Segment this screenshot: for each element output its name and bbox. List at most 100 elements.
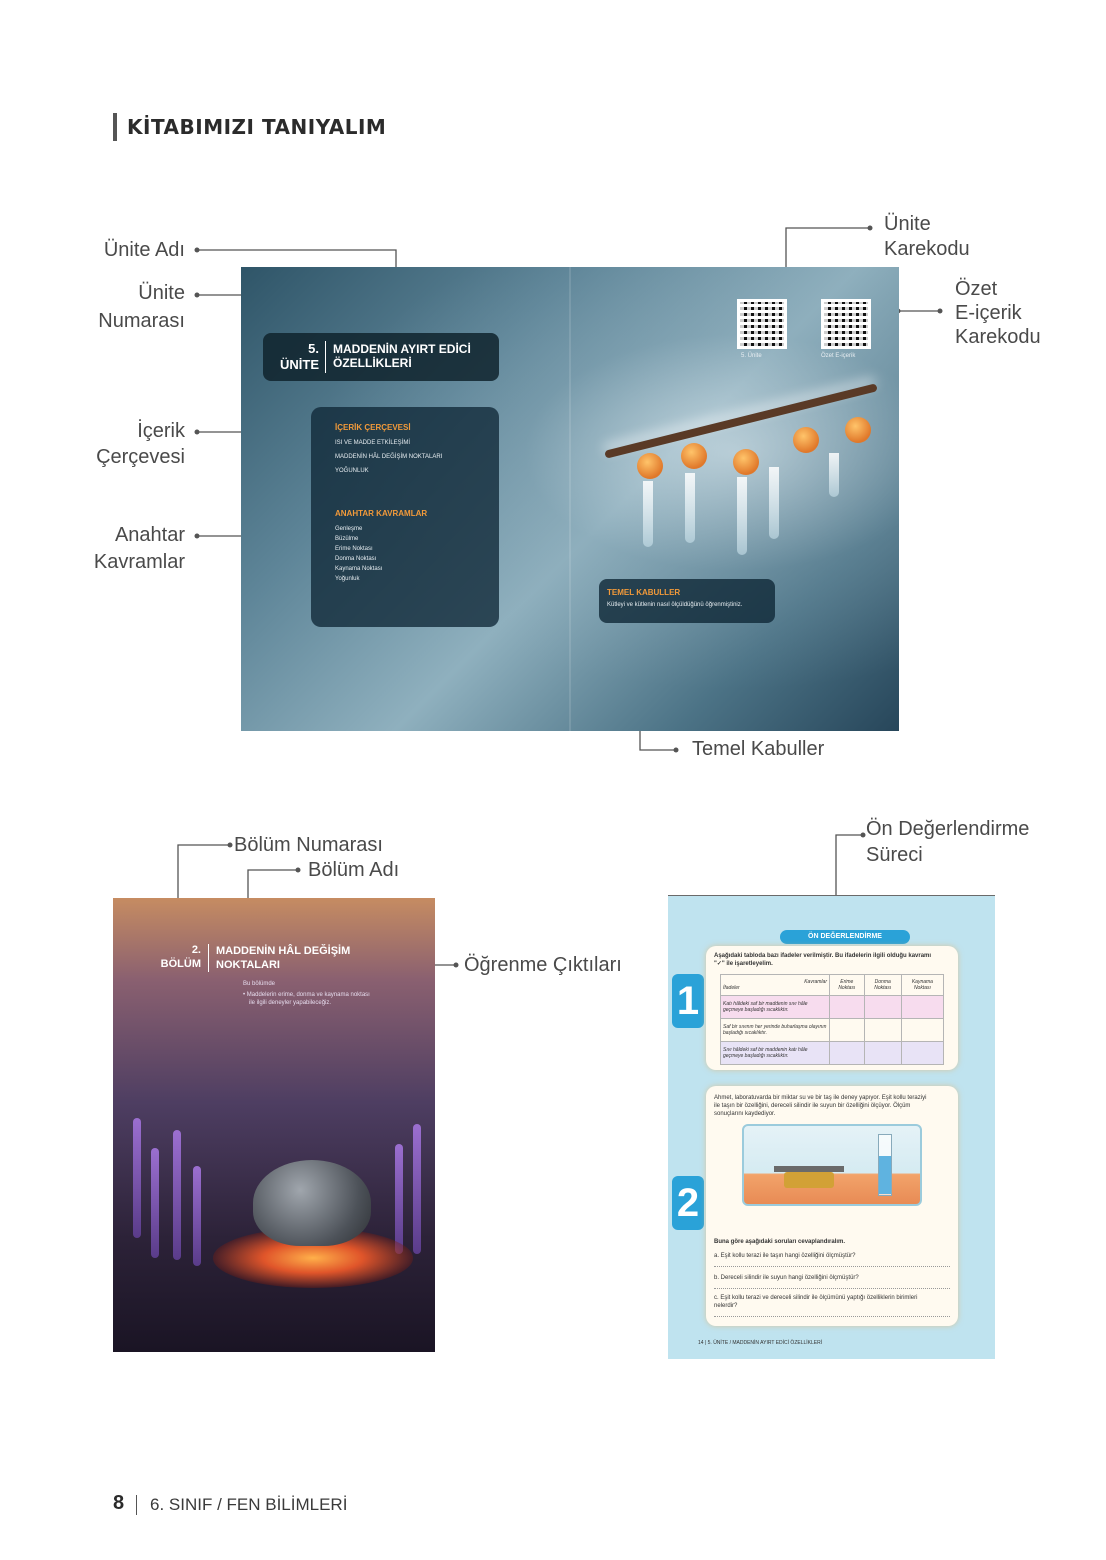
table-corner: Kavramlar İfadeler xyxy=(720,974,830,996)
icicle xyxy=(769,467,779,539)
concept-table: Kavramlar İfadeler Erime Noktası Donma N… xyxy=(720,974,945,1065)
lavender xyxy=(133,1118,141,1238)
content-frame-item: ISI VE MADDE ETKİLEŞİMİ xyxy=(335,440,411,446)
table-cell-checkbox[interactable] xyxy=(900,1041,945,1065)
lavender xyxy=(193,1166,201,1266)
table-col-header: Donma Noktası xyxy=(863,974,902,996)
content-frame: İÇERİK ÇERÇEVESİ ISI VE MADDE ETKİLEŞİMİ… xyxy=(335,423,491,476)
label-ozet-1: Özet xyxy=(955,278,998,300)
table-cell-checkbox[interactable] xyxy=(900,995,945,1019)
frozen-branch xyxy=(604,383,878,459)
section-name-line-1: MADDENİN HÂL DEĞİŞİM xyxy=(216,945,351,957)
section-opening-page: 2. BÖLÜM MADDENİN HÂL DEĞİŞİM NOKTALARI … xyxy=(113,898,435,1352)
summary-qr-caption: Özet E-içerik xyxy=(821,353,856,359)
q1-text-line-1: Aşağıdaki tabloda bazı ifadeler verilmiş… xyxy=(714,953,932,959)
q2-text-line-1: Ahmet, laboratuvarda bir miktar su ve bi… xyxy=(714,1095,927,1101)
table-cell-checkbox[interactable] xyxy=(829,1018,865,1042)
divider xyxy=(325,341,326,373)
page-fold xyxy=(569,267,571,731)
q1-text-line-2: "✓" ile işaretleyelim. xyxy=(714,961,773,967)
label-unite-karekodu-2: Karekodu xyxy=(884,238,970,260)
label-on-degerlendirme-2: Süreci xyxy=(866,844,923,866)
berry xyxy=(793,427,819,453)
content-frame-box: İÇERİK ÇERÇEVESİ ISI VE MADDE ETKİLEŞİMİ… xyxy=(311,407,499,627)
unit-title-box: 5. ÜNİTE MADDENİN AYIRT EDİCİ ÖZELLİKLER… xyxy=(263,333,499,381)
q2-text-line-2: ile taşın bir özelliğini, dereceli silin… xyxy=(714,1103,911,1109)
lab-illustration xyxy=(742,1124,922,1206)
unit-name-line-1: MADDENİN AYIRT EDİCİ xyxy=(333,342,471,356)
label-ogrenme-ciktilari: Öğrenme Çıktıları xyxy=(464,954,622,976)
assessment-page-footer: 14 | 5. ÜNİTE / MADDENİN AYIRT EDİCİ ÖZE… xyxy=(698,1340,823,1346)
footer-text: 6. SINIF / FEN BİLİMLERİ xyxy=(150,1495,348,1514)
unit-opening-spread: 5. ÜNİTE MADDENİN AYIRT EDİCİ ÖZELLİKLER… xyxy=(241,267,899,731)
unit-qr-caption: 5. Ünite xyxy=(741,353,762,359)
table-col-header: Kaynama Noktası xyxy=(900,974,945,996)
balance-scale xyxy=(774,1166,844,1172)
section-number-block: 2. BÖLÜM xyxy=(153,943,201,971)
table-cell-checkbox[interactable] xyxy=(863,1018,902,1042)
question-1-card: Aşağıdaki tabloda bazı ifadeler verilmiş… xyxy=(706,946,958,1070)
answer-line[interactable] xyxy=(714,1316,950,1317)
unit-number: 5. xyxy=(308,341,319,356)
key-concepts-heading: ANAHTAR KAVRAMLAR xyxy=(335,509,428,518)
label-unite-numarasi-1: Ünite xyxy=(138,282,185,304)
q2-c-line-2: nelerdir? xyxy=(714,1303,738,1309)
lavender xyxy=(173,1130,181,1260)
lavender xyxy=(151,1148,159,1258)
section-name-line-2: NOKTALARI xyxy=(216,959,280,971)
assumptions-box: TEMEL KABULLER Kütleyi ve kütlenin nasıl… xyxy=(599,579,775,623)
question-2-card: Ahmet, laboratuvarda bir miktar su ve bi… xyxy=(706,1086,958,1326)
label-unite-adi: Ünite Adı xyxy=(103,239,185,261)
label-bolum-numarasi: Bölüm Numarası xyxy=(234,834,383,856)
berry xyxy=(845,417,871,443)
icicle xyxy=(737,477,747,555)
question-2-badge: 2 xyxy=(672,1176,704,1230)
label-icerik-2: Çerçevesi xyxy=(96,446,185,468)
outcome-line-2: ile ilgili deneyler yapabileceğiz. xyxy=(249,1000,332,1006)
label-temel-kabuller: Temel Kabuller xyxy=(692,738,825,760)
section-number: 2. xyxy=(191,944,201,956)
key-concept: Yoğunluk xyxy=(335,576,360,582)
learning-outcomes: Bu bölümde • Maddelerin erime, donma ve … xyxy=(243,980,413,1007)
unit-number-block: 5. ÜNİTE xyxy=(271,341,319,373)
outcomes-intro: Bu bölümde xyxy=(243,981,276,987)
table-cell-checkbox[interactable] xyxy=(863,995,902,1019)
berry xyxy=(681,443,707,469)
kettle xyxy=(253,1160,371,1246)
q2-text-line-3: sonuçlarını kaydediyor. xyxy=(714,1111,776,1117)
assumptions-heading: TEMEL KABULLER xyxy=(607,588,681,597)
q2-c-line-1: c. Eşit kollu terazi ve dereceli silindi… xyxy=(714,1295,918,1301)
lavender xyxy=(395,1144,403,1254)
icicle xyxy=(643,481,653,547)
answer-line[interactable] xyxy=(714,1266,950,1267)
key-concept: Erime Noktası xyxy=(335,546,373,552)
divider xyxy=(208,944,209,972)
unit-name: MADDENİN AYIRT EDİCİ ÖZELLİKLERİ xyxy=(333,342,471,370)
key-concept: Kaynama Noktası xyxy=(335,566,383,572)
label-anahtar-1: Anahtar xyxy=(114,524,185,546)
table-row-statement: Sıvı hâldeki saf bir maddenin katı hâle … xyxy=(720,1041,830,1065)
table-cell-checkbox[interactable] xyxy=(829,995,865,1019)
content-frame-item: YOĞUNLUK xyxy=(335,468,369,474)
label-anahtar-2: Kavramlar xyxy=(93,551,185,573)
unit-name-line-2: ÖZELLİKLERİ xyxy=(333,356,412,370)
table-cell-checkbox[interactable] xyxy=(863,1041,902,1065)
table-header-statements: İfadeler xyxy=(723,985,740,991)
label-icerik-1: İçerik xyxy=(137,420,185,442)
table-cell-checkbox[interactable] xyxy=(829,1041,865,1065)
table-row-statement: Saf bir sıvının her yerinde buharlaşma o… xyxy=(720,1018,830,1042)
label-on-degerlendirme-1: Ön Değerlendirme xyxy=(866,818,1030,840)
key-concept: Genleşme xyxy=(335,526,363,532)
table-cell-checkbox[interactable] xyxy=(900,1018,945,1042)
key-concept: Donma Noktası xyxy=(335,556,377,562)
berry xyxy=(733,449,759,475)
table-row-statement: Katı hâldeki saf bir maddenin sıvı hâle … xyxy=(720,995,830,1019)
unit-qr-code[interactable] xyxy=(737,299,787,349)
summary-qr-code[interactable] xyxy=(821,299,871,349)
label-ozet-3: Karekodu xyxy=(955,326,1041,348)
unit-word: ÜNİTE xyxy=(280,357,319,372)
key-concepts: ANAHTAR KAVRAMLAR Genleşme Büzülme Erime… xyxy=(335,509,491,584)
answer-line[interactable] xyxy=(714,1288,950,1289)
berry xyxy=(637,453,663,479)
table-col-header: Erime Noktası xyxy=(829,974,865,996)
